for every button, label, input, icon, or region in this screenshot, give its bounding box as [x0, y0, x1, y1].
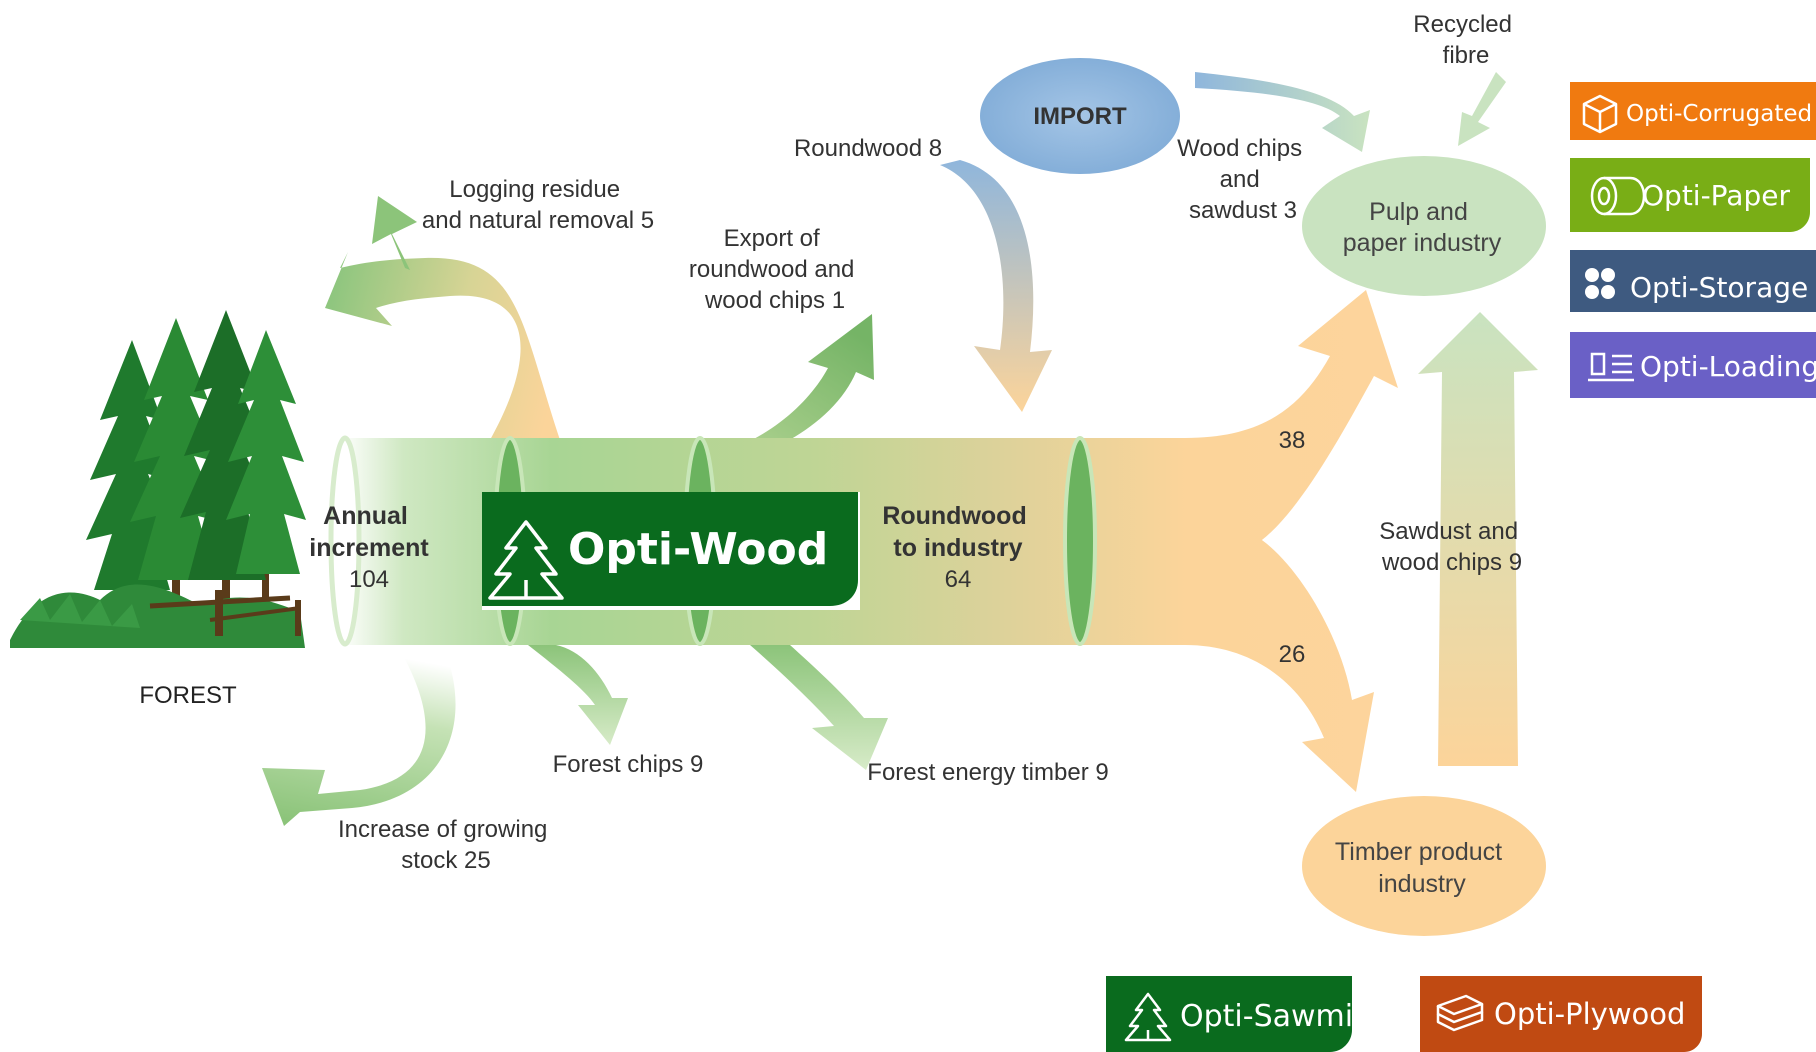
timber-product-node: [1302, 796, 1546, 936]
plywood-icon: [1436, 994, 1484, 1032]
annual-increment-label: Annual increment: [309, 502, 429, 562]
pulp-paper-label: Pulp and paper industry: [1343, 198, 1502, 257]
logging-residue-flow: [325, 252, 560, 440]
opti-storage-badge: Opti-Storage: [1570, 250, 1816, 312]
storage-icon: [1585, 268, 1615, 299]
forest-label: FOREST: [139, 682, 237, 709]
opti-plywood-badge: Opti-Plywood: [1420, 976, 1702, 1052]
growing-stock-label: Increase of growing stock 25: [338, 816, 554, 874]
opti-storage-label: Opti-Storage: [1630, 271, 1808, 304]
trunk-ring-1: [328, 435, 362, 647]
logging-residue-label: Logging residue and natural removal 5: [422, 176, 654, 234]
forest-energy-timber-label: Forest energy timber 9: [867, 759, 1108, 786]
recycled-fibre-flow: [1458, 72, 1506, 146]
sawdust-flow: [1418, 312, 1538, 766]
roundwood-to-industry-value: 64: [945, 566, 972, 593]
opti-wood-badge: Opti-Wood: [482, 492, 860, 610]
roundwood-import-label: Roundwood 8: [794, 135, 942, 162]
to-pulp-value: 38: [1279, 427, 1306, 454]
opti-loading-badge: Opti-Loading: [1570, 332, 1816, 398]
import-node: [980, 58, 1180, 174]
opti-paper-label: Opti-Paper: [1642, 179, 1790, 212]
woodchips-import-flow: [1195, 72, 1370, 152]
roundwood-import-flow: [940, 160, 1052, 412]
opti-corrugated-label: Opti-Corrugated: [1626, 101, 1812, 127]
pulp-paper-node: [1302, 156, 1546, 296]
forest-illustration: [10, 310, 306, 648]
trunk-flow: [340, 290, 1398, 792]
import-label: IMPORT: [1033, 103, 1127, 130]
forest-energy-timber-flow: [750, 645, 888, 770]
growing-stock-flow: [262, 650, 456, 826]
opti-plywood-label: Opti-Plywood: [1494, 997, 1685, 1031]
opti-sawmill-badge: Opti-Sawmill: [1106, 976, 1370, 1052]
tree-icon: [488, 520, 564, 600]
tree-icon: [1124, 992, 1172, 1042]
forest-chips-label: Forest chips 9: [553, 751, 704, 778]
recycled-fibre-label: Recycled fibre: [1413, 11, 1518, 69]
export-label: Export of roundwood and wood chips 1: [689, 225, 861, 314]
box-icon: [1582, 94, 1618, 134]
timber-product-label: Timber product industry: [1335, 838, 1509, 898]
paper-roll-icon: [1590, 176, 1646, 216]
logging-up-branch: [372, 196, 417, 270]
loading-icon: [1588, 352, 1634, 382]
annual-increment-value: 104: [349, 566, 389, 593]
opti-sawmill-label: Opti-Sawmill: [1180, 999, 1370, 1034]
export-flow: [752, 314, 874, 445]
sawdust-label: Sawdust and wood chips 9: [1379, 518, 1524, 576]
opti-loading-label: Opti-Loading: [1640, 350, 1816, 383]
opti-paper-badge: Opti-Paper: [1570, 158, 1810, 232]
opti-corrugated-badge: Opti-Corrugated: [1570, 82, 1816, 140]
woodchips-import-label: Wood chips and sawdust 3: [1177, 135, 1309, 224]
forest-chips-flow: [528, 645, 628, 745]
trunk-split-notch: [1262, 470, 1340, 610]
opti-wood-label: Opti-Wood: [568, 524, 828, 575]
to-timber-value: 26: [1279, 641, 1306, 668]
trunk-ring-4: [1063, 436, 1097, 646]
roundwood-to-industry-label: Roundwood to industry: [882, 502, 1033, 562]
